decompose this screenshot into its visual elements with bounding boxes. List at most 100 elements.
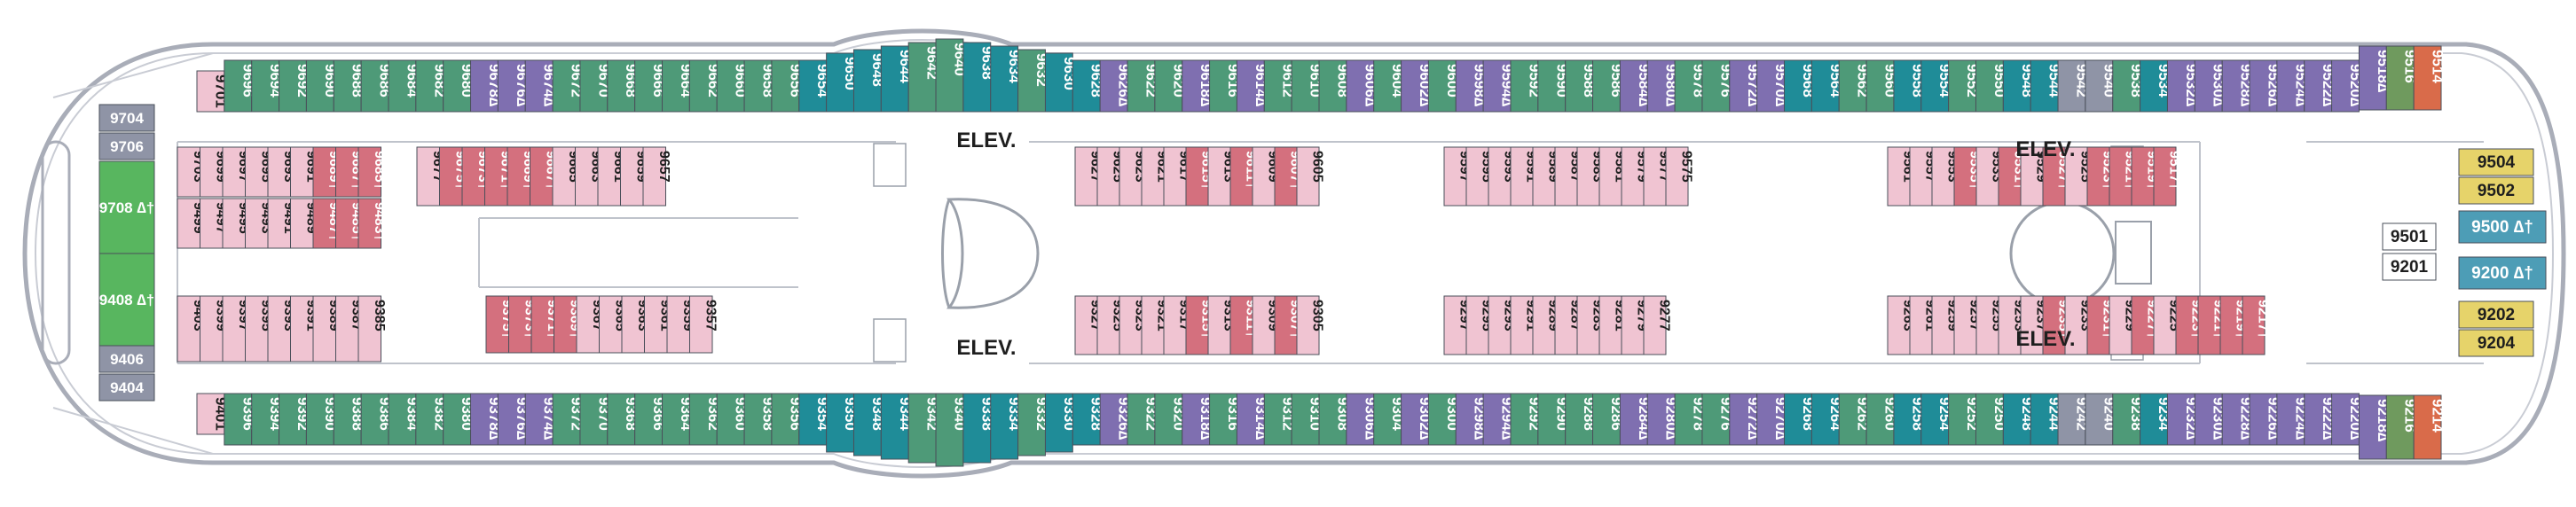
cabin-number: 9708 ∆† — [99, 199, 154, 216]
cabin-number: 9657 — [656, 151, 671, 183]
cabin[interactable]: 9500 ∆† — [2458, 210, 2547, 244]
cabin[interactable]: 9354 — [798, 393, 831, 446]
cabin[interactable]: 9222∆ — [2304, 393, 2336, 446]
cabin-number: 9217† — [2256, 300, 2271, 339]
cabin[interactable]: 9572∆ — [1729, 59, 1762, 113]
cabin[interactable]: 9230∆ — [2194, 393, 2227, 446]
cabin[interactable]: 9408 ∆† — [98, 253, 155, 347]
cabin[interactable]: 9406 — [98, 345, 155, 373]
elevator-label: ELEV. — [2015, 327, 2075, 351]
cabin-number: 9200 ∆† — [2471, 264, 2533, 283]
cabin[interactable]: 9634 — [990, 45, 1023, 113]
cabin[interactable]: 9575 — [1665, 146, 1694, 207]
cabin[interactable]: 9261 — [1909, 295, 1938, 355]
cabin[interactable]: 9522∆ — [2304, 59, 2336, 113]
cabin[interactable]: 9673† — [461, 146, 491, 207]
cabin-number: 9214 — [2430, 399, 2446, 433]
cabin-number: 9406 — [110, 351, 144, 368]
cabin[interactable]: 9300 — [1427, 393, 1461, 446]
cabin[interactable]: 9365 — [599, 295, 628, 354]
cabin[interactable]: 9227† — [2131, 295, 2160, 355]
cabin[interactable]: 9605 — [1296, 146, 1325, 207]
cabin[interactable]: 9372 — [552, 393, 585, 446]
cabin[interactable]: 9364 — [662, 393, 695, 446]
cabin-number: 9483† — [372, 202, 387, 242]
cabin[interactable]: 9238 — [2112, 393, 2145, 446]
cabin[interactable]: 9501 — [2382, 222, 2437, 251]
cabin-number: 9385 — [372, 300, 387, 332]
cabin-number: 9605 — [1310, 151, 1325, 183]
cabin[interactable]: 9594∆ — [1482, 59, 1516, 113]
cabin[interactable]: 9403 — [177, 295, 206, 363]
cabin[interactable]: 9562 — [1838, 59, 1872, 113]
cabin[interactable]: 9320 — [1154, 393, 1187, 446]
cabin[interactable]: 9614∆ — [1236, 59, 1269, 113]
cabin[interactable]: 9277 — [1643, 295, 1672, 355]
cabin-number: 9704 — [110, 110, 144, 127]
cabin[interactable]: 9499 — [177, 198, 206, 249]
cabin[interactable]: 9552 — [1948, 59, 1981, 113]
cabin[interactable]: 9504 — [2458, 148, 2534, 176]
label-layer: ELEV.ELEV.ELEV.ELEV. — [956, 129, 2075, 360]
cabin[interactable]: 9502 — [2458, 176, 2534, 205]
cabin[interactable]: 9305 — [1296, 295, 1325, 355]
cabin-number: 9201 — [2391, 258, 2429, 277]
cabin[interactable]: 9357 — [689, 295, 719, 354]
cabin-number: 9501 — [2391, 228, 2429, 246]
cabin[interactable]: 9217† — [2242, 295, 2271, 355]
cabin[interactable]: 9604 — [1373, 59, 1406, 113]
cabin[interactable]: 9658 — [743, 59, 777, 113]
cabin[interactable]: 9294∆ — [1482, 393, 1516, 446]
cabin[interactable]: 9533 — [1975, 146, 2005, 207]
cabin[interactable]: 9570∆ — [1756, 59, 1789, 113]
cabin[interactable]: 9708 ∆† — [98, 160, 155, 254]
cabin-number: 9404 — [110, 379, 144, 396]
cabin[interactable]: 9280∆ — [1646, 393, 1680, 446]
cabin[interactable]: 9380 — [443, 393, 475, 446]
cabin[interactable]: 9288 — [1565, 393, 1598, 446]
cabin[interactable]: 9200 ∆† — [2458, 256, 2547, 290]
cabin[interactable]: 9557 — [1909, 146, 1938, 207]
cabin-number: 9305 — [1310, 300, 1325, 332]
cabin[interactable]: 9622 — [1127, 59, 1159, 113]
cabin[interactable]: 9620 — [1154, 59, 1187, 113]
cabin[interactable]: 9334 — [990, 393, 1023, 460]
cabin[interactable]: 9689† — [312, 146, 342, 198]
cabin[interactable]: 9307† — [1274, 295, 1303, 355]
cabin[interactable]: 9517† — [2153, 146, 2182, 207]
cabin-number: 9517† — [2167, 151, 2182, 191]
cabin[interactable]: 9616 — [1209, 59, 1242, 113]
cabin[interactable]: 9223† — [2175, 295, 2204, 355]
cabin[interactable]: 9385 — [357, 295, 387, 363]
cabin[interactable]: 9704 — [98, 104, 155, 132]
cabin[interactable]: 9270∆ — [1756, 393, 1789, 446]
cabin[interactable]: 9314∆ — [1236, 393, 1269, 446]
cabin[interactable]: 9550 — [1975, 59, 2008, 113]
cabin[interactable]: 9583 — [1576, 146, 1606, 207]
cabin-number: 9204 — [2478, 334, 2516, 353]
cabin[interactable]: 9404 — [98, 373, 155, 402]
cabin[interactable]: 9685† — [357, 146, 387, 198]
cabin[interactable]: 9201 — [2382, 253, 2437, 281]
cabin[interactable]: 9204 — [2458, 329, 2534, 357]
cabin[interactable]: 9657 — [642, 146, 671, 207]
elevator-label: ELEV. — [2015, 137, 2075, 161]
cabin[interactable]: 9214 — [2413, 394, 2446, 460]
cabin-number: 9502 — [2478, 182, 2515, 200]
cabin[interactable]: 9395 — [245, 295, 274, 363]
cabin[interactable]: 9202 — [2458, 300, 2534, 329]
cabin[interactable]: 9220∆ — [2331, 393, 2364, 446]
cabin[interactable]: 9527† — [2042, 146, 2071, 207]
cabin[interactable]: 9514 — [2413, 45, 2446, 111]
cabin-number: 9575 — [1679, 151, 1694, 183]
cabin-number: 9202 — [2478, 306, 2515, 324]
cabin[interactable]: 9248 — [2002, 393, 2036, 446]
cabin[interactable]: 9228∆ — [2221, 393, 2255, 446]
cabin[interactable]: 9584∆ — [1619, 59, 1653, 113]
cabin[interactable]: 9483† — [357, 198, 387, 249]
cabin[interactable]: 9648 — [852, 49, 886, 113]
cabin[interactable]: 9706 — [98, 132, 155, 160]
cabin[interactable]: 9234 — [2140, 393, 2172, 446]
